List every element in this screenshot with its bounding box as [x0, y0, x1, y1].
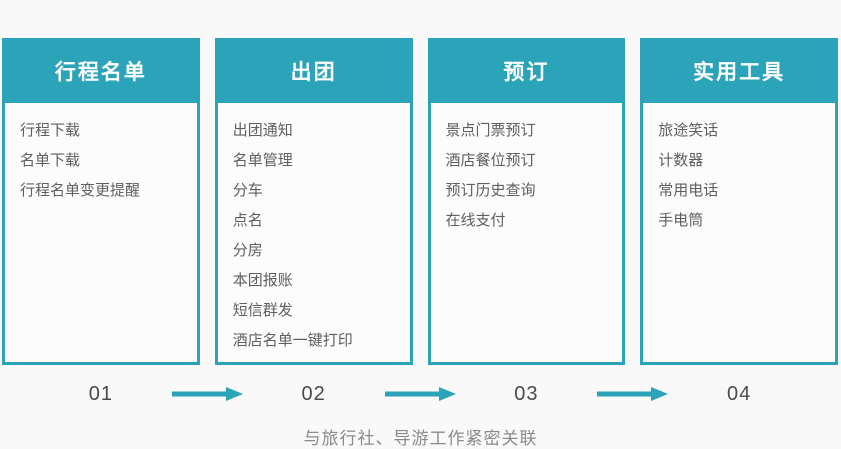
list-item: 行程下载	[20, 122, 81, 139]
feature-list: 出团通知名单管理分车点名分房本团报账短信群发酒店名单一键打印	[233, 116, 402, 356]
list-item: 名单管理	[232, 152, 293, 169]
list-item: 名单下载	[20, 152, 81, 169]
arrow-right-icon	[595, 386, 669, 402]
step-number-2: 02	[301, 382, 326, 405]
arrow-right-icon	[383, 386, 457, 402]
feature-list: 景点门票预订酒店餐位预订预订历史查询在线支付	[446, 116, 615, 236]
column-header-itinerary-roster: 行程名单	[2, 38, 200, 103]
list-item: 计数器	[658, 152, 704, 169]
list-item: 景点门票预订	[445, 122, 536, 139]
list-item: 手电筒	[658, 212, 704, 229]
list-item: 常用电话	[658, 182, 719, 199]
column-body-utilities: 旅途笑话计数器常用电话手电筒	[640, 103, 838, 365]
footer-caption: 与旅行社、导游工作紧密关联	[303, 429, 538, 448]
column-header-tour-departure: 出团	[214, 38, 413, 103]
list-item: 分车	[232, 182, 263, 199]
column-header-booking: 预订	[427, 38, 626, 103]
list-item: 在线支付	[445, 212, 506, 229]
feature-columns: 行程名单 行程下载名单下载行程名单变更提醒 出团 出团通知名单管理分车点名分房本…	[2, 38, 838, 365]
list-item: 短信群发	[232, 302, 293, 319]
arrow-right-icon	[170, 386, 244, 402]
column-booking: 预订 景点门票预订酒店餐位预订预订历史查询在线支付	[427, 38, 626, 365]
steps-row: 01 02 03 04	[0, 365, 841, 423]
list-item: 本团报账	[232, 272, 293, 289]
column-body-itinerary-roster: 行程下载名单下载行程名单变更提醒	[2, 103, 200, 365]
list-item: 点名	[232, 212, 263, 229]
feature-list: 行程下载名单下载行程名单变更提醒	[20, 116, 189, 206]
column-header-utilities: 实用工具	[640, 38, 838, 103]
list-item: 出团通知	[232, 122, 293, 139]
step-number-4: 04	[727, 382, 752, 405]
column-itinerary-roster: 行程名单 行程下载名单下载行程名单变更提醒	[2, 38, 200, 365]
column-body-booking: 景点门票预订酒店餐位预订预订历史查询在线支付	[427, 103, 626, 365]
column-utilities: 实用工具 旅途笑话计数器常用电话手电筒	[640, 38, 838, 365]
list-item: 酒店餐位预订	[445, 152, 536, 169]
feature-list: 旅途笑话计数器常用电话手电筒	[658, 116, 827, 236]
list-item: 酒店名单一键打印	[232, 332, 353, 349]
list-item: 旅途笑话	[658, 122, 719, 139]
list-item: 分房	[232, 242, 263, 259]
step-number-1: 01	[88, 382, 113, 405]
column-body-tour-departure: 出团通知名单管理分车点名分房本团报账短信群发酒店名单一键打印	[214, 103, 413, 365]
step-number-3: 03	[514, 382, 539, 405]
column-tour-departure: 出团 出团通知名单管理分车点名分房本团报账短信群发酒店名单一键打印	[214, 38, 413, 365]
list-item: 行程名单变更提醒	[20, 182, 141, 199]
list-item: 预订历史查询	[445, 182, 536, 199]
